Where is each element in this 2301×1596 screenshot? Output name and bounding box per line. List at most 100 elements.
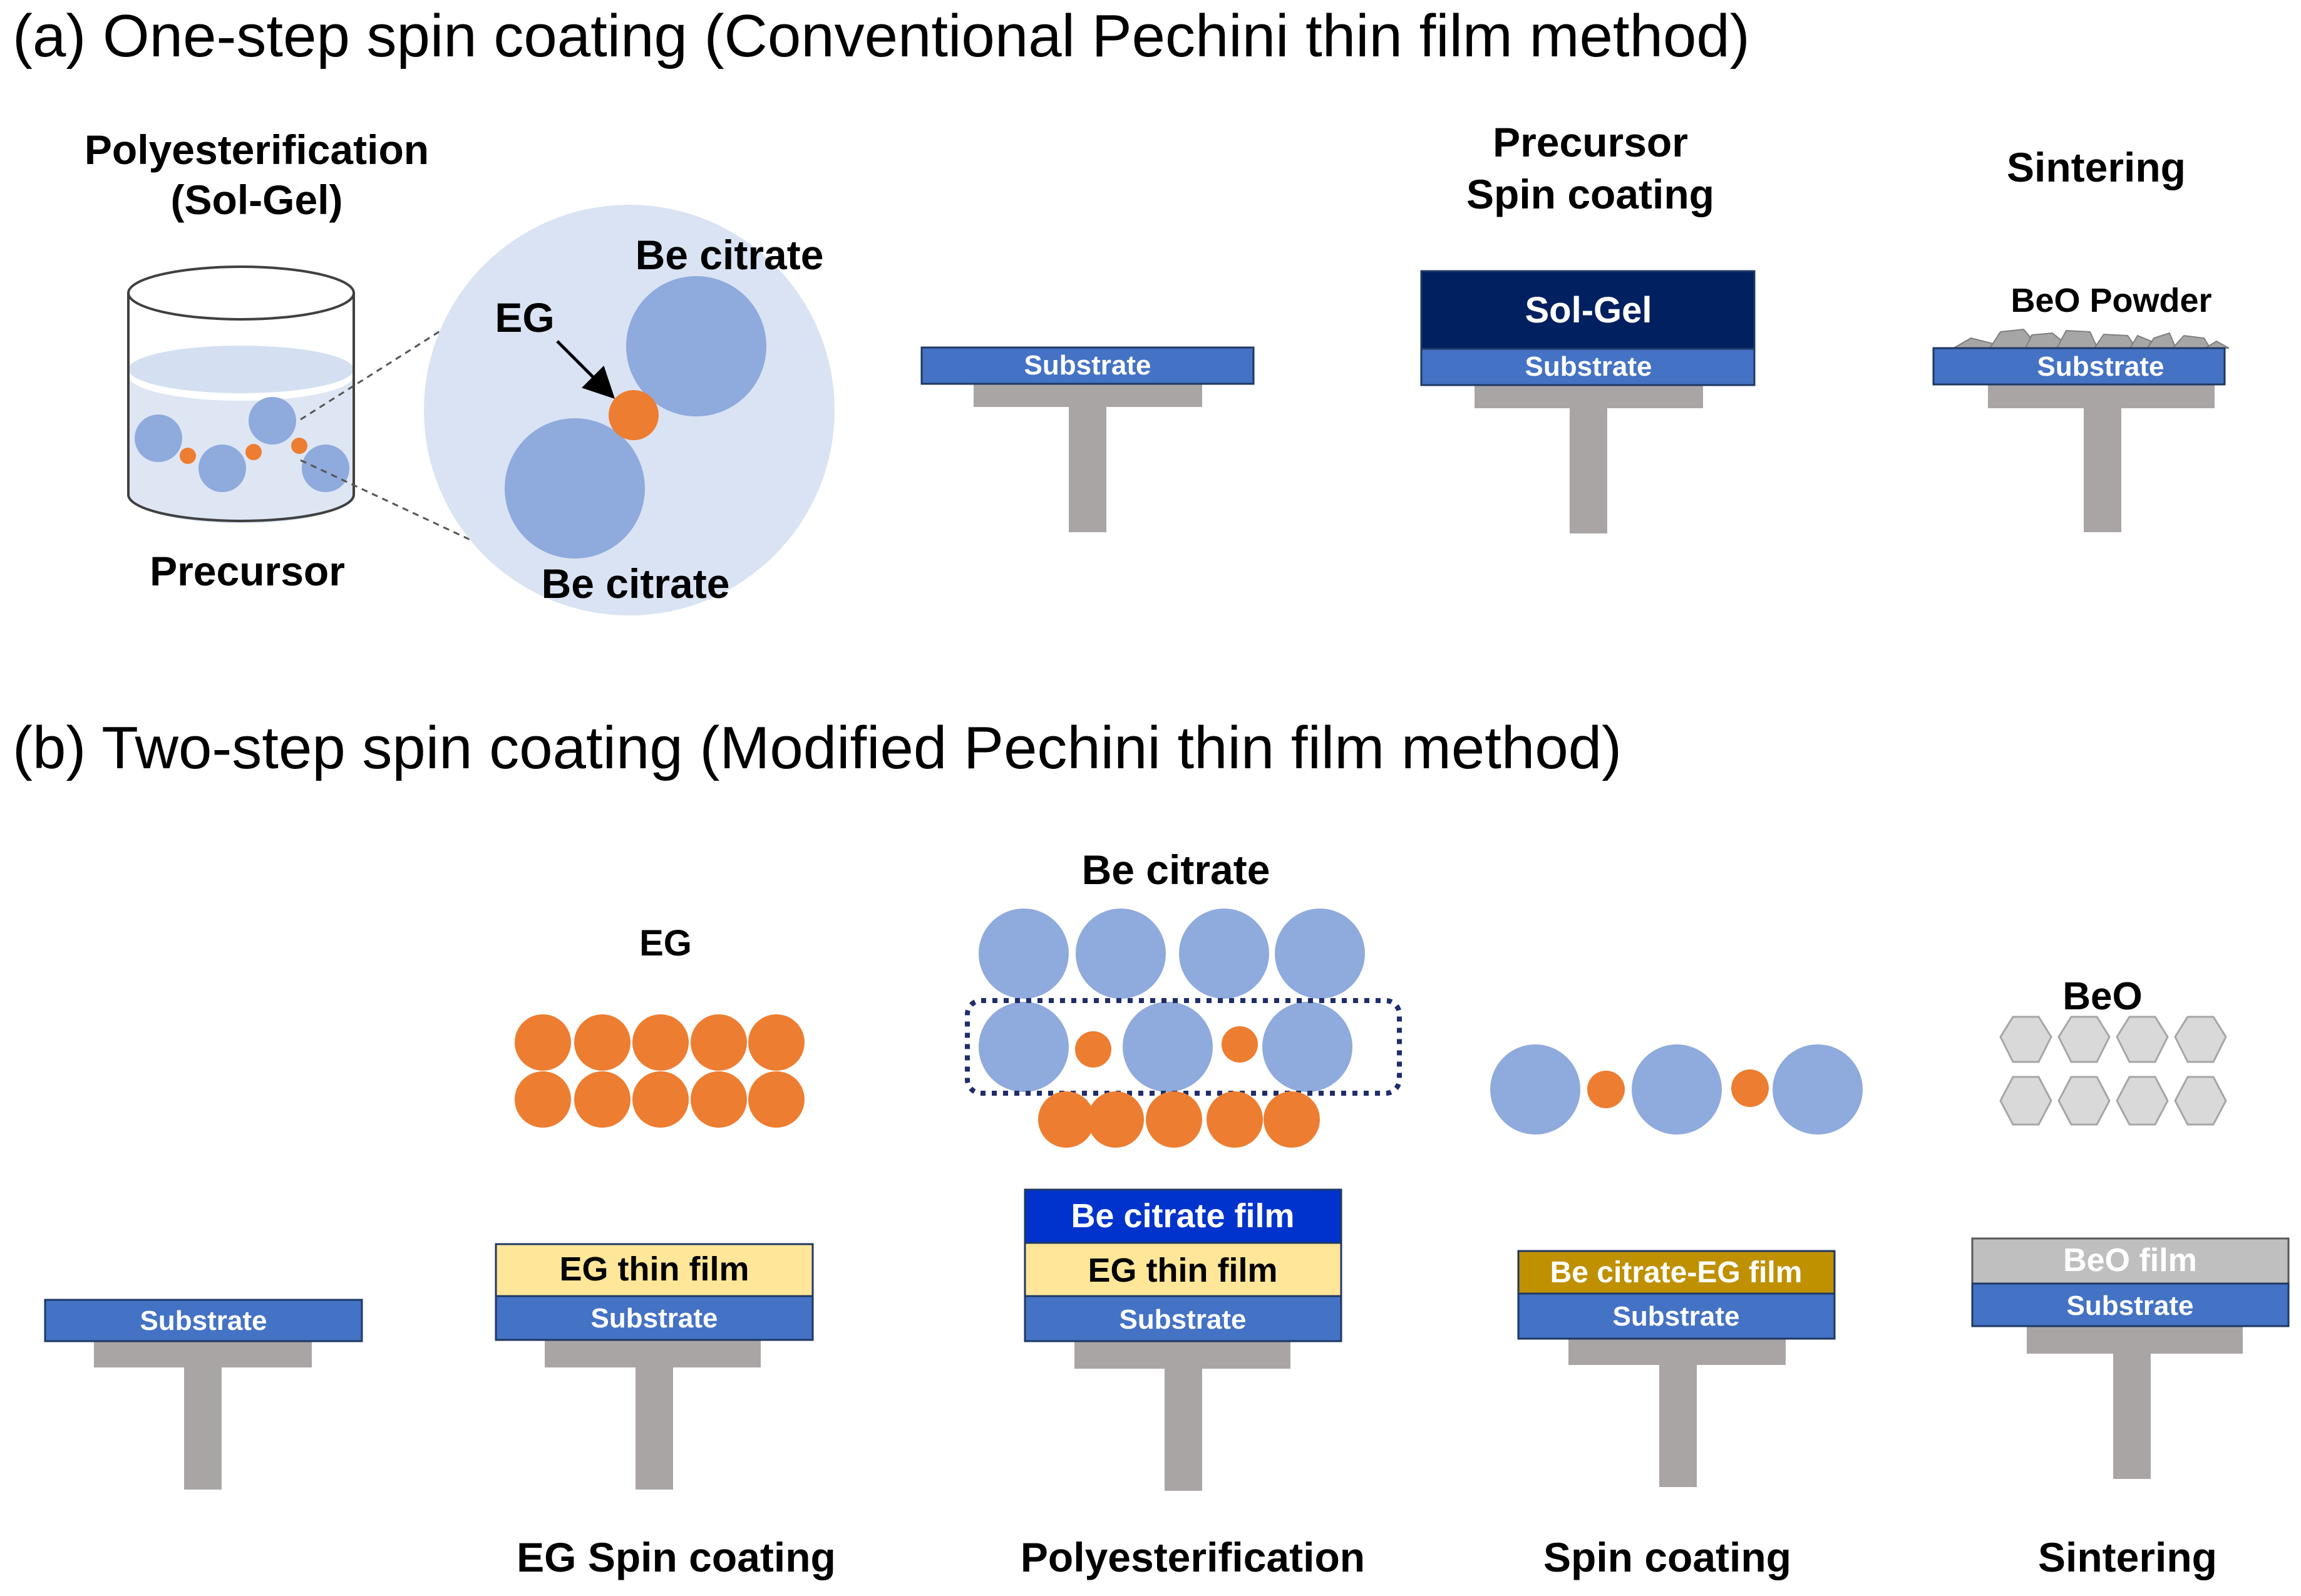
eg-particle bbox=[1731, 1069, 1769, 1107]
beo-hexagon bbox=[2057, 1016, 2111, 1063]
substrate-label: Substrate bbox=[2067, 1290, 2194, 1321]
sol-gel-film bbox=[1420, 270, 1756, 350]
eg-thin-film-label: EG thin film bbox=[560, 1250, 749, 1288]
be-citrate-particle bbox=[249, 397, 296, 445]
panel-b: (b) Two-step spin coating (Modified Pech… bbox=[13, 714, 2290, 1580]
eg-particle bbox=[1146, 1091, 1202, 1148]
eg-particle-layer bbox=[515, 1014, 805, 1128]
substrate bbox=[1420, 348, 1756, 386]
spin-holder bbox=[1074, 1341, 1290, 1369]
spin-shaft bbox=[2113, 1354, 2151, 1479]
substrate-label: Substrate bbox=[1525, 351, 1652, 382]
spin-holder bbox=[1568, 1337, 1786, 1365]
beo-film-label: BeO film bbox=[2063, 1242, 2197, 1279]
sintering-label: Sintering bbox=[2038, 1534, 2217, 1580]
beo-hexagon bbox=[2057, 1076, 2111, 1126]
substrate-label: Substrate bbox=[1024, 350, 1151, 381]
eg-particle-row bbox=[1038, 1091, 1320, 1148]
eg-particle bbox=[1222, 1026, 1258, 1063]
beo-film bbox=[1971, 1237, 2290, 1285]
spin-coater-b4: Be citrate-EG film Substrate bbox=[1517, 1250, 1836, 1487]
beo-powder-label: BeO Powder bbox=[2010, 282, 2211, 319]
eg-particle bbox=[1207, 1091, 1263, 1148]
spin-shaft bbox=[636, 1367, 673, 1490]
be-citrate-particle-row bbox=[979, 909, 1365, 999]
eg-particle bbox=[574, 1071, 631, 1128]
precursor-label: Precursor bbox=[150, 548, 345, 594]
be-citrate-particle bbox=[198, 445, 246, 492]
eg-thin-film bbox=[495, 1243, 814, 1297]
be-citrate-particle bbox=[1773, 1044, 1863, 1135]
eg-label: EG bbox=[495, 294, 554, 341]
spin-shaft bbox=[1570, 408, 1607, 533]
spin-shaft bbox=[1069, 407, 1106, 532]
panel-a-title: (a) One-step spin coating (Conventional … bbox=[13, 3, 1750, 70]
spin-coater-b5: BeO film Substrate bbox=[1971, 1237, 2290, 1479]
be-citrate-particle bbox=[135, 414, 182, 462]
beo-hexagon bbox=[2116, 1076, 2169, 1126]
be-citrate-particle bbox=[1179, 909, 1269, 999]
be-citrate-particle bbox=[626, 276, 766, 416]
substrate-label: Substrate bbox=[140, 1305, 267, 1336]
be-citrate-top-label: Be citrate bbox=[636, 232, 824, 278]
eg-particle bbox=[632, 1014, 689, 1071]
be-citrate-particle bbox=[1490, 1044, 1580, 1135]
eg-particle bbox=[1038, 1091, 1094, 1148]
spin-holder bbox=[1475, 383, 1703, 408]
beo-powder bbox=[1951, 328, 2230, 349]
be-citrate-particle bbox=[1076, 909, 1166, 999]
be-citrate-particle bbox=[1123, 1002, 1213, 1092]
eg-particle bbox=[691, 1014, 747, 1071]
be-citrate-particle bbox=[302, 445, 349, 492]
substrate-label: Substrate bbox=[591, 1303, 718, 1334]
substrate bbox=[1024, 1295, 1342, 1342]
substrate bbox=[44, 1299, 363, 1342]
be-citrate-particle bbox=[979, 1002, 1069, 1092]
be-citrate-particle bbox=[1632, 1044, 1722, 1135]
eg-particle bbox=[1088, 1091, 1144, 1148]
spin-shaft bbox=[1165, 1369, 1202, 1491]
spin-holder bbox=[974, 382, 1202, 407]
be-citrate-film-label: Be citrate film bbox=[1071, 1197, 1294, 1235]
spin-holder bbox=[1988, 383, 2215, 408]
spin-holder bbox=[94, 1340, 312, 1367]
sol-gel-subtitle: (Sol-Gel) bbox=[171, 177, 343, 223]
eg-label: EG bbox=[639, 923, 692, 964]
eg-particle bbox=[609, 390, 659, 440]
be-citrate-particle bbox=[1262, 1002, 1352, 1092]
panel-a: (a) One-step spin coating (Conventional … bbox=[13, 3, 2230, 615]
eg-particle bbox=[291, 438, 307, 454]
eg-particle bbox=[748, 1071, 805, 1128]
substrate bbox=[1517, 1292, 1836, 1340]
spin-shaft bbox=[184, 1367, 222, 1490]
eg-spin-coating-label: EG Spin coating bbox=[517, 1534, 836, 1580]
be-citrate-particle bbox=[505, 418, 645, 559]
substrate bbox=[920, 346, 1255, 385]
spin-coater-b3: Be citrate film EG thin film Substrate bbox=[1024, 1188, 1342, 1491]
eg-particle bbox=[691, 1071, 747, 1128]
polyester-chain bbox=[965, 998, 1402, 1096]
zoom-guide-line bbox=[300, 459, 502, 555]
panel-b-title: (b) Two-step spin coating (Modified Pech… bbox=[13, 714, 1622, 781]
zoom-circle bbox=[424, 205, 835, 615]
eg-particle bbox=[1075, 1031, 1111, 1068]
spin-coater-a2: Substrate bbox=[920, 346, 1255, 532]
spin-shaft bbox=[1659, 1365, 1697, 1487]
beo-hexagon bbox=[1999, 1016, 2052, 1063]
eg-particle bbox=[245, 444, 262, 460]
beo-label: BeO bbox=[2062, 975, 2142, 1018]
substrate-label: Substrate bbox=[1613, 1301, 1740, 1332]
arrow-icon bbox=[556, 340, 615, 399]
be-citrate-particle bbox=[1275, 909, 1365, 999]
polyesterification-title: Polyesterification bbox=[85, 126, 429, 173]
eg-particle bbox=[574, 1014, 631, 1071]
precursor-beaker bbox=[127, 265, 355, 523]
eg-thin-film-label: EG thin film bbox=[1088, 1252, 1278, 1289]
be-citrate-bottom-label: Be citrate bbox=[542, 560, 730, 607]
beo-hexagon-lattice bbox=[1999, 1016, 2227, 1126]
spin-coating-label: Spin coating bbox=[1543, 1534, 1791, 1580]
be-citrate-film bbox=[1024, 1188, 1342, 1244]
substrate bbox=[1932, 347, 2226, 386]
eg-particle bbox=[1587, 1071, 1625, 1108]
